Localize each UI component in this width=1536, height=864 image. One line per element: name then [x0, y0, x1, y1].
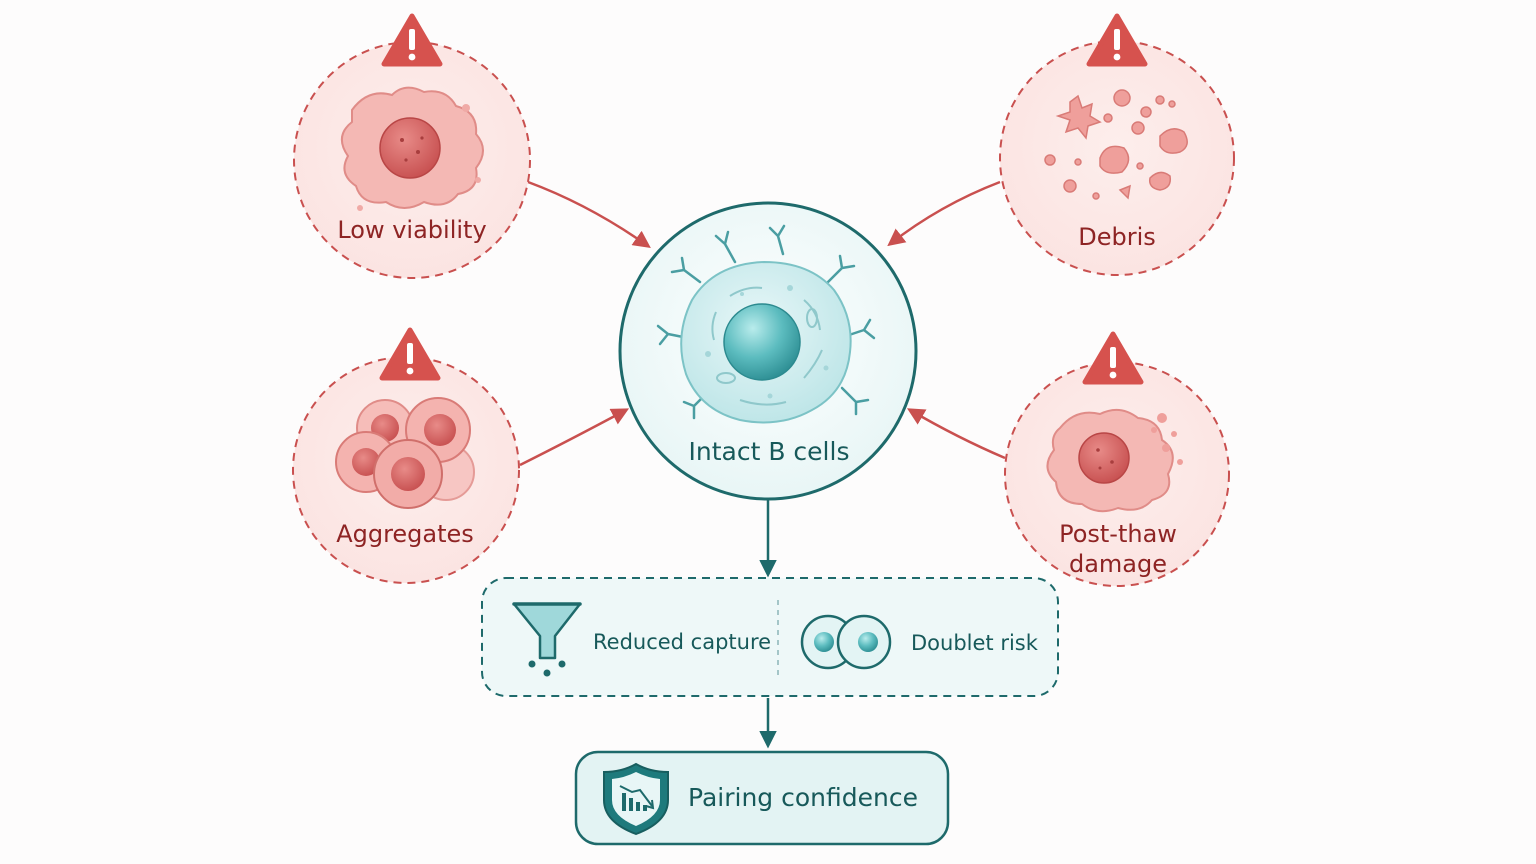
- thaw-damaged-cell-icon: [1046, 408, 1183, 513]
- warning-icon: [1086, 13, 1148, 67]
- aggregated-cells-icon: [335, 397, 475, 509]
- warning-icon: [379, 327, 441, 381]
- shield-chart-down-icon: [603, 762, 669, 836]
- arrow-aggregates-to-center: [519, 408, 630, 467]
- warning-icon: [381, 13, 443, 67]
- outcome-label: Pairing confidence: [688, 783, 918, 812]
- organelles: [711, 286, 823, 406]
- factor-low-viability: Low viability: [293, 13, 531, 279]
- post-thaw-label-line1: Post-thaw: [1059, 520, 1177, 548]
- arrow-low-viability-to-center: [527, 180, 651, 249]
- antibody-receptors: [656, 224, 876, 420]
- reduced-capture-label: Reduced capture: [593, 630, 771, 654]
- arrow-post-thaw-to-center: [906, 408, 1006, 460]
- post-thaw-label-line2: damage: [1069, 550, 1167, 578]
- arrow-debris-to-center: [887, 180, 1001, 247]
- effects-box: Reduced capture Doublet risk: [481, 577, 1059, 697]
- center-intact-b-cells: Intact B cells: [618, 201, 918, 501]
- debris-label: Debris: [1078, 223, 1156, 251]
- factor-aggregates: Aggregates: [292, 327, 520, 584]
- funnel-icon: [512, 602, 582, 677]
- low-viability-label: Low viability: [337, 216, 486, 244]
- center-label: Intact B cells: [689, 437, 850, 466]
- damaged-cell-icon: [341, 86, 484, 211]
- b-cell-icon: [656, 224, 876, 424]
- warning-icon: [1082, 331, 1144, 385]
- factor-post-thaw-damage: Post-thaw damage: [1004, 331, 1230, 587]
- doublet-cell-icon: [800, 614, 892, 670]
- outcome-box: Pairing confidence: [574, 750, 950, 846]
- factor-debris: Debris: [999, 13, 1235, 276]
- doublet-risk-label: Doublet risk: [911, 631, 1039, 655]
- aggregates-label: Aggregates: [336, 520, 474, 548]
- debris-particles-icon: [1044, 89, 1188, 200]
